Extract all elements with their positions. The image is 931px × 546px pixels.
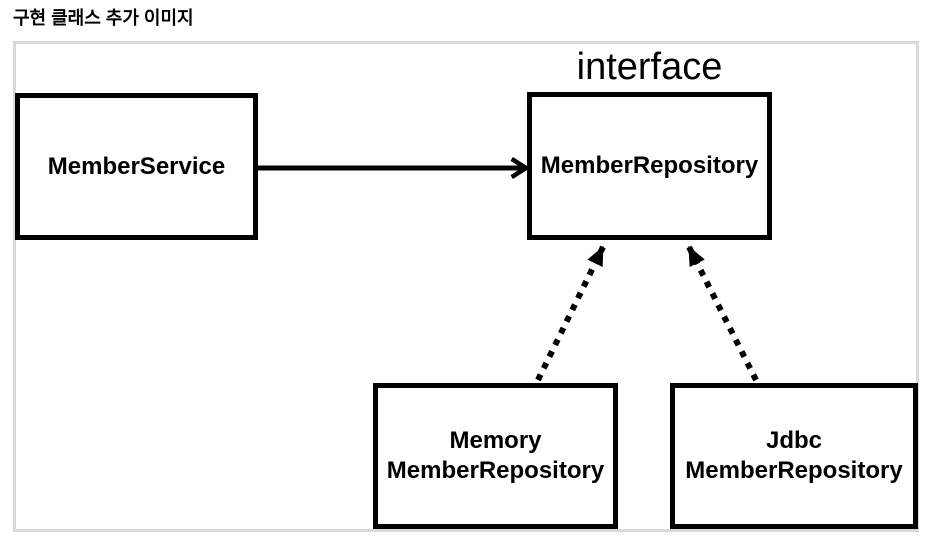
node-jdbc-label-line1: Jdbc xyxy=(765,427,822,454)
node-memory-member-repository: Memory MemberRepository xyxy=(373,383,618,529)
node-jdbc-label-line2: MemberRepository xyxy=(685,457,903,484)
node-jdbc-member-repository: Jdbc MemberRepository xyxy=(670,383,918,529)
node-member-service-label: MemberService xyxy=(47,152,226,180)
node-member-repository: MemberRepository xyxy=(527,92,772,240)
node-member-repository-label: MemberRepository xyxy=(540,152,759,179)
page-title: 구현 클래스 추가 이미지 xyxy=(13,8,194,28)
interface-stereotype-label: interface xyxy=(576,46,723,88)
node-memory-label-line1: Memory xyxy=(449,427,542,454)
node-member-service: MemberService xyxy=(15,93,258,240)
node-memory-label-line2: MemberRepository xyxy=(386,457,605,484)
